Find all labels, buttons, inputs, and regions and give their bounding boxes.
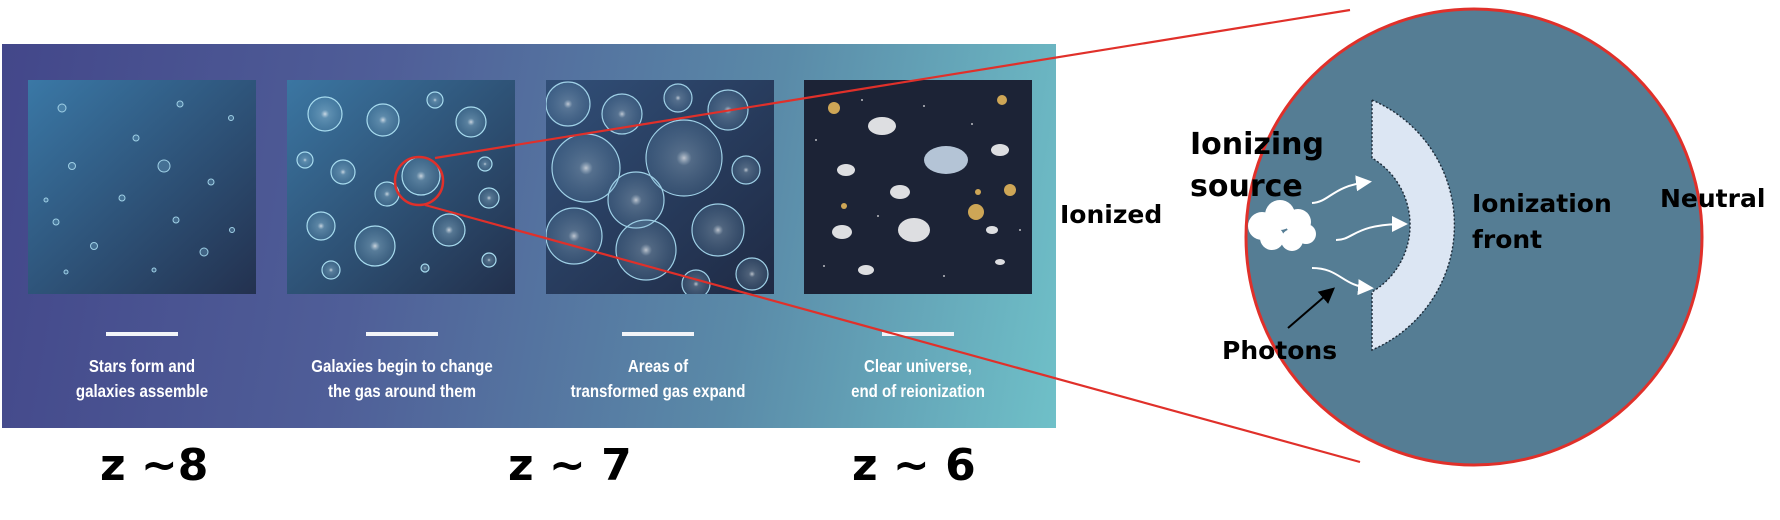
panel-areas-expand <box>546 80 774 294</box>
caption-panel-2: Galaxies begin to change the gas around … <box>290 354 514 404</box>
photons-pointer-icon <box>1287 287 1336 329</box>
caption-panel-3: Areas of transformed gas expand <box>546 354 770 404</box>
caption-line: Clear universe, <box>864 356 972 376</box>
ionized-label: Ionized <box>1060 200 1163 229</box>
caption-line: Galaxies begin to change <box>311 356 493 376</box>
redshift-label-7: z ~ 7 <box>508 440 632 491</box>
ionizing-source-label: Ionizing source <box>1190 124 1324 208</box>
label-line: Ionization <box>1472 189 1612 218</box>
redshift-label-6: z ~ 6 <box>852 440 976 491</box>
panel-galaxies-change-gas <box>287 80 515 294</box>
zoom-line-bottom <box>424 203 1361 464</box>
panel-stars-form <box>28 80 256 294</box>
caption-line: galaxies assemble <box>75 381 209 401</box>
caption-line: end of reionization <box>851 381 985 401</box>
ionization-front-shape <box>1371 98 1456 352</box>
label-line: front <box>1472 225 1543 254</box>
photons-label: Photons <box>1222 336 1338 365</box>
caption-line: Areas of <box>627 356 689 376</box>
zoom-line-top <box>434 8 1351 160</box>
caption-divider <box>882 332 954 336</box>
caption-panel-4: Clear universe, end of reionization <box>806 354 1030 404</box>
photon-arrow-icon <box>1335 216 1408 241</box>
photon-arrow-icon <box>1311 267 1374 296</box>
caption-divider <box>622 332 694 336</box>
highlight-circle <box>393 155 445 207</box>
caption-line: Stars form and <box>88 356 196 376</box>
cloud-icon <box>1248 200 1316 251</box>
caption-line: transformed gas expand <box>570 381 746 401</box>
photon-arrow-icon <box>1311 175 1372 204</box>
caption-panel-1: Stars form and galaxies assemble <box>30 354 254 404</box>
neutral-label: Neutral <box>1660 184 1766 213</box>
caption-divider <box>366 332 438 336</box>
caption-line: the gas around them <box>327 381 477 401</box>
panel-clear-universe <box>804 80 1032 294</box>
redshift-label-8: z ~8 <box>100 440 209 491</box>
ionization-front-label: Ionization front <box>1472 186 1612 258</box>
zoom-circle <box>1244 7 1704 467</box>
label-line: Ionizing <box>1190 127 1324 162</box>
caption-divider <box>106 332 178 336</box>
label-line: source <box>1190 169 1303 204</box>
reionization-banner: Stars form and galaxies assemble Galaxie… <box>2 44 1056 428</box>
